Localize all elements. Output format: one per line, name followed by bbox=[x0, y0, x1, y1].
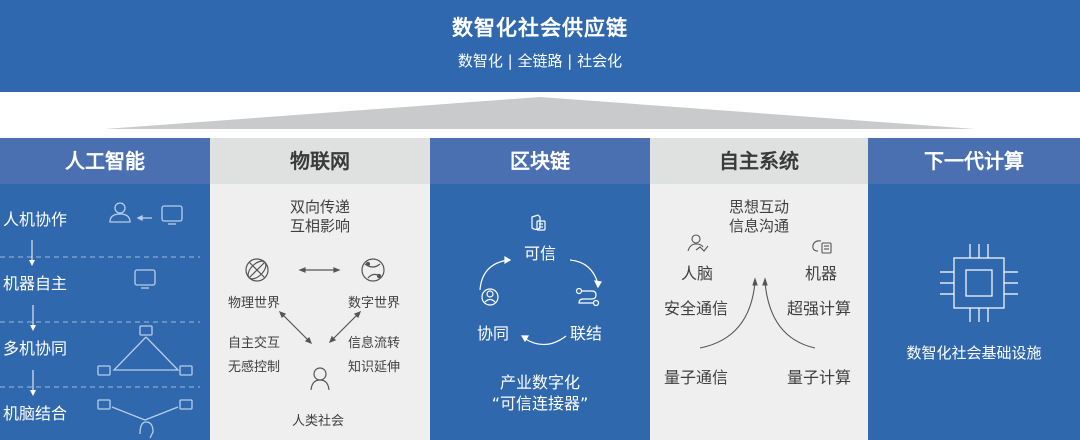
right-lower: 量子计算 bbox=[787, 368, 852, 387]
shield-icon bbox=[531, 214, 546, 231]
stage-label: 多机协同 bbox=[3, 339, 68, 358]
blockchain-caption: 产业数字化 bbox=[499, 373, 580, 392]
left-lower: 量子通信 bbox=[664, 368, 729, 387]
page-subtitle: 数智化 | 全链路 | 社会化 bbox=[457, 52, 623, 70]
monitor-icon bbox=[161, 205, 183, 222]
iot-diagram bbox=[245, 258, 385, 391]
left-upper: 安全通信 bbox=[664, 299, 729, 318]
node-brain: 人脑 bbox=[681, 264, 714, 283]
digital-globe-icon bbox=[361, 258, 385, 282]
brain-person-icon bbox=[687, 234, 709, 252]
person-icon bbox=[109, 202, 131, 223]
roof-shape bbox=[105, 97, 975, 129]
stage-label: 人机协作 bbox=[3, 210, 68, 229]
iot-caption: 双向传递 bbox=[289, 198, 350, 216]
note: 信息流转 bbox=[348, 336, 401, 351]
cycle-trust: 可信 bbox=[524, 244, 557, 263]
banner: 数智化社会供应链 数智化 | 全链路 | 社会化 bbox=[0, 0, 1080, 92]
autonomous-diagram bbox=[687, 234, 832, 349]
person-icon bbox=[310, 367, 330, 391]
globe-icon bbox=[245, 258, 269, 282]
node-physical: 物理世界 bbox=[228, 296, 281, 311]
node-society: 人类社会 bbox=[292, 414, 345, 429]
column-title: 物联网 bbox=[210, 138, 430, 184]
node-machine: 机器 bbox=[805, 264, 838, 283]
cycle-collab: 协同 bbox=[477, 324, 510, 343]
blockchain-caption: “可信连接器” bbox=[491, 394, 589, 413]
collaborate-icon bbox=[481, 288, 499, 306]
cloud-server-icon bbox=[812, 240, 832, 254]
autonomous-caption: 思想互动 bbox=[728, 198, 789, 216]
column-title: 人工智能 bbox=[0, 138, 210, 184]
chip-icon bbox=[940, 244, 1018, 322]
column-next-gen-computing: 下一代计算 数智化社会基础设施 bbox=[868, 138, 1080, 440]
note: 无感控制 bbox=[228, 360, 281, 375]
stage-label: 机脑结合 bbox=[3, 404, 68, 423]
column-title: 自主系统 bbox=[650, 138, 868, 184]
right-upper: 超强计算 bbox=[787, 299, 852, 318]
head-icon bbox=[139, 421, 154, 439]
computing-caption: 数智化社会基础设施 bbox=[906, 344, 1042, 362]
blockchain-diagram bbox=[479, 214, 602, 346]
column-title: 下一代计算 bbox=[868, 138, 1080, 184]
column-title: 区块链 bbox=[430, 138, 650, 184]
column-iot: 物联网 双向传递 互相影响 物理世界 数字世界 自主交互 无感控制 信息流转 知… bbox=[210, 138, 430, 440]
column-blockchain: 区块链 可信 联结 协同 产业数字化 “可信连接器” bbox=[430, 138, 650, 440]
autonomous-caption: 信息沟通 bbox=[728, 217, 789, 235]
note: 自主交互 bbox=[228, 336, 281, 351]
cycle-link: 联结 bbox=[570, 324, 603, 343]
node-digital: 数字世界 bbox=[348, 296, 401, 311]
monitor-icon bbox=[134, 269, 156, 286]
ai-diagram bbox=[0, 202, 200, 439]
iot-caption: 互相影响 bbox=[289, 217, 350, 235]
column-ai: 人工智能 人机协作 机器自主 多机协同 机脑结合 bbox=[0, 138, 210, 440]
stage-label: 机器自主 bbox=[3, 274, 68, 293]
connect-icon bbox=[575, 287, 600, 307]
page-title: 数智化社会供应链 bbox=[452, 16, 628, 40]
note: 知识延伸 bbox=[348, 360, 401, 375]
column-autonomous: 自主系统 思想互动 信息沟通 人脑 机器 安全通信 超强计算 量子通信 量子计算 bbox=[650, 138, 868, 440]
